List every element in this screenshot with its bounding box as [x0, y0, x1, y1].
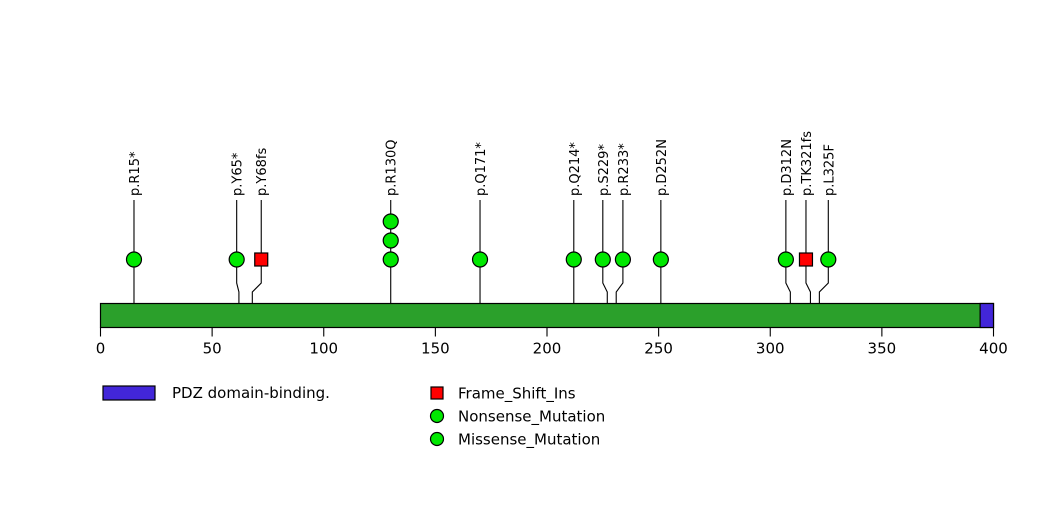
- legend-label-mutation: Frame_Shift_Ins: [458, 385, 576, 404]
- mutation-marker[interactable]: [125, 251, 143, 268]
- legend-swatch-mutation: [429, 431, 445, 447]
- axis-tick-label: 50: [203, 340, 222, 358]
- axis-tick-label: 0: [96, 340, 106, 358]
- protein-domains-layer: [979, 302, 995, 329]
- x-axis-layer: 0 50 100 150 200 250 300 350 400: [96, 327, 1008, 358]
- axis-tick-label: 250: [644, 340, 673, 358]
- mutation-marker[interactable]: [471, 251, 489, 268]
- axis-tick-label: 200: [533, 340, 562, 358]
- axis-tick-label: 150: [421, 340, 450, 358]
- mutation-marker[interactable]: [798, 252, 814, 267]
- mutation-label: p.Q214*: [568, 142, 583, 196]
- mutation-marker[interactable]: [820, 251, 837, 268]
- axis-tick-label: 100: [309, 340, 338, 358]
- legend-swatch-domain: [102, 385, 156, 401]
- mutation-label: p.R233*: [617, 143, 632, 196]
- legend-label-mutation: Nonsense_Mutation: [458, 408, 605, 427]
- mutation-label: p.R15*: [128, 151, 143, 196]
- protein-backbone: [99, 302, 995, 329]
- mutation-label: p.TK321fs: [800, 131, 815, 196]
- mutation-label: p.D252N: [655, 139, 670, 196]
- mutation-label: p.Q171*: [474, 142, 489, 196]
- legend-swatch-mutation: [429, 408, 445, 424]
- mutation-marker[interactable]: [565, 251, 582, 268]
- legend-swatch-mutation: [430, 386, 444, 400]
- protein-backbone-layer: [99, 302, 995, 329]
- mutation-labels-layer: p.R15* p.Y65* p.Y68fs p.R130Q p.Q171* p.Q214*…: [128, 131, 837, 196]
- protein-domain-pdz[interactable]: [979, 302, 995, 329]
- mutation-markers-layer: [125, 213, 837, 268]
- mutation-label: p.S229*: [597, 144, 612, 196]
- axis-tick-label: 350: [868, 340, 897, 358]
- mutation-marker[interactable]: [382, 213, 399, 230]
- mutation-marker[interactable]: [777, 251, 794, 268]
- mutation-label: p.D312N: [780, 139, 795, 196]
- legend-label-mutation: Missense_Mutation: [458, 431, 600, 450]
- mutation-marker[interactable]: [594, 251, 611, 268]
- axis-tick-label: 400: [979, 340, 1008, 358]
- legend-label-domain: PDZ domain-binding.: [172, 384, 330, 402]
- mutation-marker[interactable]: [652, 251, 669, 268]
- mutation-marker[interactable]: [382, 251, 399, 268]
- mutation-label: p.Y68fs: [255, 148, 270, 196]
- mutation-marker[interactable]: [254, 252, 269, 267]
- legend-layer: PDZ domain-binding. Frame_Shift_InsNonsen…: [102, 384, 605, 450]
- mutation-label: p.R130Q: [385, 140, 400, 196]
- axis-tick-label: 300: [756, 340, 785, 358]
- mutation-marker[interactable]: [614, 251, 632, 268]
- mutation-label: p.L325F: [822, 144, 837, 196]
- mutation-marker[interactable]: [382, 232, 399, 249]
- mutation-label: p.Y65*: [231, 152, 246, 196]
- mutation-marker[interactable]: [228, 251, 245, 268]
